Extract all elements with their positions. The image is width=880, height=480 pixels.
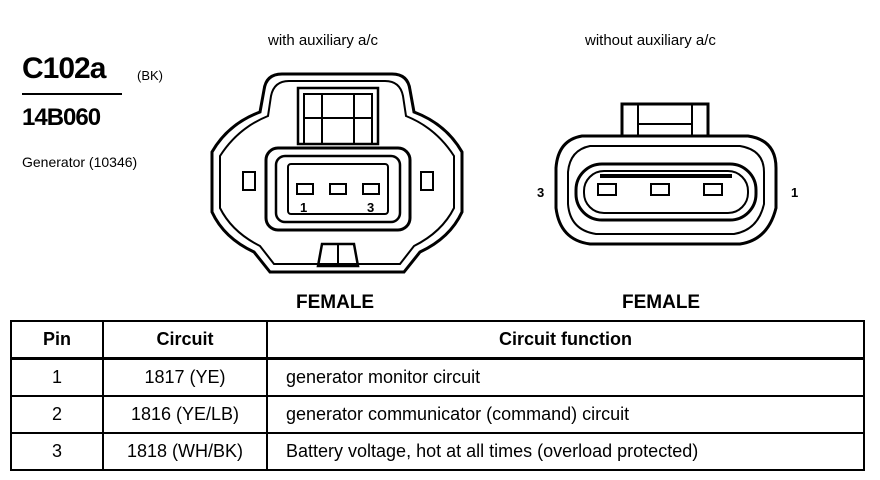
caption-with-aux: with auxiliary a/c bbox=[268, 32, 379, 49]
pin-cavity bbox=[329, 183, 347, 195]
table-row: 1 1817 (YE) generator monitor circuit bbox=[10, 357, 865, 397]
pin-cavity bbox=[296, 183, 314, 195]
pin-label: 1 bbox=[791, 185, 798, 200]
pin-cavities-no-aux bbox=[597, 183, 723, 196]
function-cell: generator monitor circuit bbox=[266, 357, 865, 397]
table-header-row: Pin Circuit Circuit function bbox=[10, 320, 865, 360]
pin-label: 1 bbox=[300, 200, 307, 215]
pinout-table: Pin Circuit Circuit function 1 1817 (YE)… bbox=[10, 320, 865, 471]
pin-cavity bbox=[362, 183, 380, 195]
header-circuit-function: Circuit function bbox=[266, 320, 865, 360]
circuit-cell: 1817 (YE) bbox=[102, 357, 268, 397]
connector-face-no-aux bbox=[554, 102, 778, 246]
header-circuit: Circuit bbox=[102, 320, 268, 360]
component-name: Generator (10346) bbox=[22, 154, 138, 170]
part-number: 14B060 bbox=[22, 104, 101, 131]
pin-cell: 3 bbox=[10, 432, 104, 471]
function-cell: Battery voltage, hot at all times (overl… bbox=[266, 432, 865, 471]
connector-id: C102a bbox=[22, 52, 106, 85]
connector-color: (BK) bbox=[137, 68, 163, 83]
gender-label-aux: FEMALE bbox=[296, 292, 375, 313]
header-pin: Pin bbox=[10, 320, 104, 360]
gender-label-no-aux: FEMALE bbox=[622, 292, 701, 313]
circuit-cell: 1816 (YE/LB) bbox=[102, 395, 268, 434]
pin-cavity bbox=[703, 183, 723, 196]
pin-cell: 1 bbox=[10, 357, 104, 397]
pin-cell: 2 bbox=[10, 395, 104, 434]
pin-cavity bbox=[650, 183, 670, 196]
pin-label: 3 bbox=[537, 185, 544, 200]
connector-drawings: 1 3 3 1 bbox=[210, 72, 798, 274]
circuit-cell: 1818 (WH/BK) bbox=[102, 432, 268, 471]
pin-cavities-aux bbox=[296, 183, 380, 195]
connector-face-aux bbox=[210, 72, 464, 274]
title-divider bbox=[22, 93, 122, 95]
function-cell: generator communicator (command) circuit bbox=[266, 395, 865, 434]
table-row: 2 1816 (YE/LB) generator communicator (c… bbox=[10, 395, 865, 434]
pin-cavity bbox=[597, 183, 617, 196]
pin-label: 3 bbox=[367, 200, 374, 215]
table-row: 3 1818 (WH/BK) Battery voltage, hot at a… bbox=[10, 432, 865, 471]
caption-without-aux: without auxiliary a/c bbox=[585, 32, 716, 49]
